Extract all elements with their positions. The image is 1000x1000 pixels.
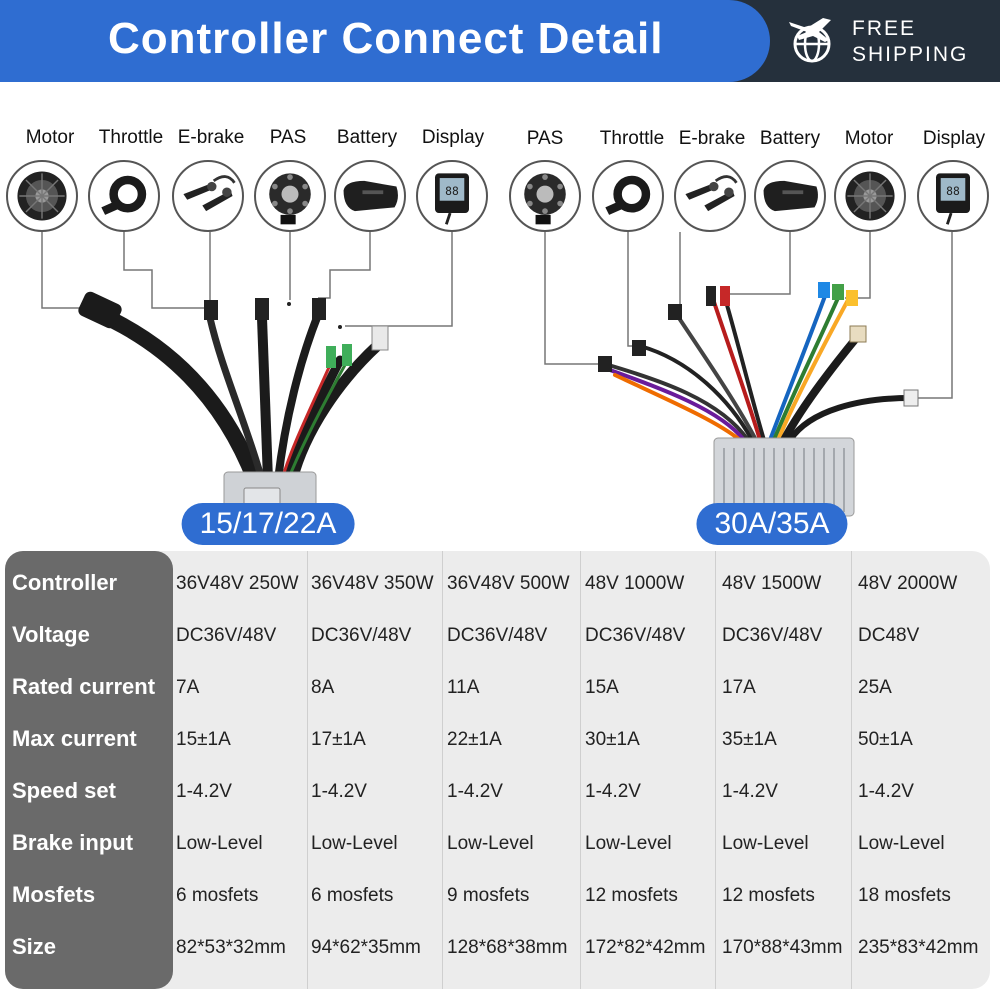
spec-cell: Low-Level (722, 833, 809, 854)
left-label-throttle: Throttle (98, 127, 164, 148)
spec-row-label: Controller (12, 570, 118, 595)
spec-cell: Low-Level (176, 833, 263, 854)
column-divider (307, 551, 308, 989)
spec-row-label: Rated current (12, 674, 156, 699)
right-model-badge: 30A/35A (696, 503, 848, 545)
spec-cell: Low-Level (858, 833, 945, 854)
left-label-battery: Battery (336, 127, 398, 148)
brake-lever-icon (172, 160, 244, 232)
pas-sensor-icon (254, 160, 326, 232)
hub-motor-icon (6, 160, 78, 232)
left-model-badge: 15/17/22A (181, 503, 355, 545)
spec-row-label: Speed set (12, 778, 116, 803)
spec-cell: 15A (585, 677, 619, 698)
spec-cell: 11A (447, 677, 480, 698)
spec-cell: 1-4.2V (176, 781, 232, 802)
spec-cell: 30±1A (585, 729, 640, 750)
plane-globe-icon (785, 14, 839, 68)
spec-cell: DC36V/48V (176, 625, 277, 646)
wiring-diagram (41, 232, 953, 521)
spec-row-label: Brake input (12, 830, 134, 855)
spec-cell: 6 mosfets (176, 885, 259, 906)
left-label-ebrake: E-brake (177, 127, 245, 148)
lcd-display-icon: 88 (416, 160, 488, 232)
spec-cell: 25A (858, 677, 892, 698)
spec-cell: DC36V/48V (722, 625, 823, 646)
left-label-display: Display (421, 127, 485, 148)
battery-pack-icon (334, 160, 406, 232)
spec-cell: 9 mosfets (447, 885, 530, 906)
spec-cell: 1-4.2V (585, 781, 641, 802)
column-divider (715, 551, 716, 989)
column-divider (442, 551, 443, 989)
spec-cell: 36V48V 350W (311, 573, 434, 594)
spec-cell: 1-4.2V (447, 781, 503, 802)
right-label-pas: PAS (526, 128, 564, 149)
spec-cell: DC36V/48V (311, 625, 412, 646)
spec-cell: 18 mosfets (858, 885, 951, 906)
right-label-battery: Battery (759, 128, 821, 149)
page-title: Controller Connect Detail (108, 14, 664, 63)
spec-cell: 22±1A (447, 729, 502, 750)
spec-cell: 128*68*38mm (447, 937, 568, 958)
spec-cell: Low-Level (311, 833, 398, 854)
spec-row-label: Mosfets (12, 882, 96, 907)
spec-cell: 7A (176, 677, 200, 698)
spec-cell: 36V48V 250W (176, 573, 299, 594)
brake-lever-icon (674, 160, 746, 232)
spec-cell: 12 mosfets (585, 885, 678, 906)
left-label-motor: Motor (25, 127, 75, 148)
spec-cell: 6 mosfets (311, 885, 394, 906)
spec-cell: 82*53*32mm (176, 937, 286, 958)
free-shipping-line2: SHIPPING (852, 43, 969, 66)
svg-text:88: 88 (946, 184, 960, 198)
spec-cell: 1-4.2V (722, 781, 778, 802)
hub-motor-icon (834, 160, 906, 232)
spec-cell: DC48V (858, 625, 920, 646)
free-shipping-line1: FREE (852, 17, 917, 40)
spec-cell: 36V48V 500W (447, 573, 570, 594)
spec-cell: 1-4.2V (311, 781, 367, 802)
spec-cell: 50±1A (858, 729, 913, 750)
right-label-motor: Motor (844, 128, 894, 149)
spec-cell: 12 mosfets (722, 885, 815, 906)
spec-cell: 17A (722, 677, 756, 698)
spec-cell: 15±1A (176, 729, 231, 750)
thumb-throttle-icon (88, 160, 160, 232)
spec-cell: 48V 1000W (585, 573, 685, 594)
spec-cell: 235*83*42mm (858, 937, 979, 958)
spec-row-label: Size (12, 934, 57, 959)
spec-cell: 170*88*43mm (722, 937, 843, 958)
column-divider (851, 551, 852, 989)
free-shipping-badge: FREE SHIPPING (852, 16, 968, 68)
spec-cell: 48V 1500W (722, 573, 822, 594)
spec-cell: 35±1A (722, 729, 777, 750)
battery-pack-icon (754, 160, 826, 232)
left-label-pas: PAS (269, 127, 307, 148)
spec-cell: 172*82*42mm (585, 937, 706, 958)
right-label-ebrake: E-brake (678, 128, 746, 149)
spec-cell: DC36V/48V (585, 625, 686, 646)
spec-cell: Low-Level (585, 833, 672, 854)
spec-cell: 1-4.2V (858, 781, 914, 802)
spec-row-label: Max current (12, 726, 137, 751)
right-label-throttle: Throttle (599, 128, 665, 149)
lcd-display-icon: 88 (917, 160, 989, 232)
spec-cell: 8A (311, 677, 335, 698)
spec-cell: Low-Level (447, 833, 534, 854)
spec-cell: 94*62*35mm (311, 937, 421, 958)
svg-text:88: 88 (445, 184, 459, 198)
spec-row-header-column (5, 551, 173, 989)
spec-cell: 48V 2000W (858, 573, 958, 594)
right-label-display: Display (922, 128, 986, 149)
spec-row-label: Voltage (12, 622, 90, 647)
spec-cell: 17±1A (311, 729, 366, 750)
column-divider (580, 551, 581, 989)
thumb-throttle-icon (592, 160, 664, 232)
title-band (0, 0, 770, 82)
pas-sensor-icon (509, 160, 581, 232)
spec-cell: DC36V/48V (447, 625, 548, 646)
